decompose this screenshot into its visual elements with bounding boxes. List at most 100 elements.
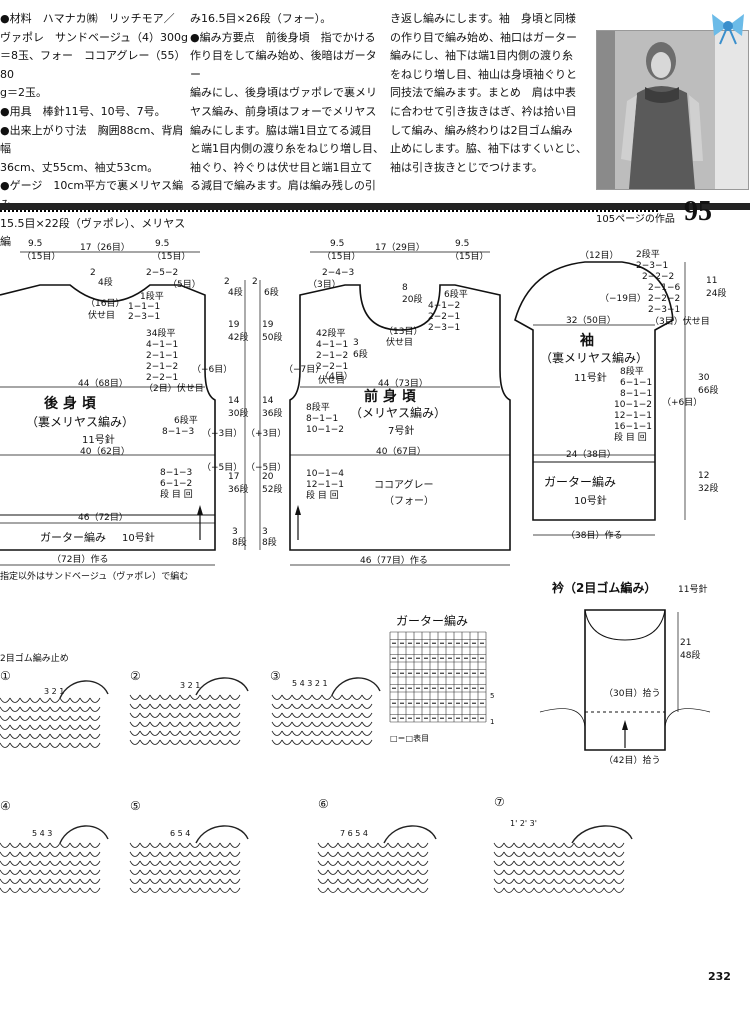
back-top-left: 9.5 [28,239,42,249]
back-garter-needle: 10号針 [122,531,155,544]
back-arm-minus: （−6目） [192,364,232,375]
knit-swatch [129,825,249,893]
back-top-right: 9.5 [155,239,169,249]
step-3: ③ [270,669,281,683]
sleeve-cap-5: 2−2−2 [648,294,680,304]
text-line: ●出来上がり寸法 胸囲88cm、背肩幅 [0,123,184,156]
collar-pick-2: （42目）拾う [604,754,660,766]
back-side-2: 8−1−3 [162,427,194,437]
sleeve-width-2: 24（38目） [566,449,616,460]
collar-h2: 48段 [680,649,700,661]
front-bottom: 46（77目）作る [360,554,428,566]
back-dim-3b: 30段 [228,407,248,419]
back-width-2: 40（62目） [80,446,130,457]
step-5: ⑤ [130,799,141,813]
front-arm-minus: （−7目） [284,364,324,375]
back-dim-1: 2 [224,277,230,287]
text-line: g＝2玉。 [0,86,47,100]
back-width-1: 44（68目） [78,378,128,389]
text-line: 編みにします。脇は端1目立てる減目 [190,123,372,137]
sleeve-inc-6: 16−1−1 [614,422,652,432]
sleeve-title: 袖 [580,332,594,349]
front-top-right: 9.5 [455,239,469,249]
sleeve-inc-1: 8段平 [620,365,644,377]
back-arm-2: 1−1−1 [128,302,160,312]
front-arm-rows2: 6段 [353,348,368,360]
step-7: ⑦ [494,795,505,809]
back-neck-dec2: （5目） [168,279,201,290]
front-width-1: 44（73目） [378,378,428,389]
mid-dim-b: 19 [262,320,274,330]
sleeve-inc-7: 段 目 回 [614,431,647,443]
page-footer-number: 232 [708,970,731,983]
back-neck-bind: （16目） [86,298,124,309]
text-line: して編み、編み終わりは2目ゴム編み [390,123,573,137]
sleeve-inc-2: 6−1−1 [620,378,652,388]
mid-dim-d: 20 [262,472,274,482]
sleeve-len: 30 [698,373,710,383]
text-line: 36cm、丈55cm、袖丈53cm。 [0,160,159,174]
back-arm-7: 2−1−2 [146,362,178,372]
bow-icon [712,14,744,45]
garter-chart: ガーター編み 5 1 □＝□表目 [389,613,494,743]
front-width-2: 40（67目） [376,446,426,457]
front-neck-bind: （13目） [384,326,422,337]
step-4: ④ [0,799,11,813]
knit-swatch [493,825,633,893]
step-1: ① [0,669,11,683]
knit-swatch [317,825,437,893]
step-3-label: 5 4 3 2 1 [292,679,328,688]
back-arm-3: 2−3−1 [128,312,160,322]
front-top-mid: 17（29目） [375,242,425,253]
front-side-2: 8−1−1 [306,414,338,424]
garter-chart-title: ガーター編み [396,613,468,628]
garter-chart-row-5: 5 [490,692,494,700]
back-body-outline [0,284,216,551]
mid-dim-a: 2 [252,277,258,287]
sleeve-len2: 66段 [698,384,718,396]
sleeve-plus: （+6目） [662,397,702,408]
back-arm-5: 4−1−1 [146,340,178,350]
text-line: 作り目をして編み始め、後暗はガーター [190,49,377,81]
front-title: 前 身 頃 [364,388,417,405]
front-neck-b3: 2−2−1 [428,312,460,322]
back-garter: ガーター編み [40,530,106,544]
text-line: 同技法で編みます。まとめ 肩は中表 [390,86,576,100]
back-top-right-st: （15目） [152,251,190,262]
step-6-label: 7 6 5 4 [340,829,368,838]
text-line: ●材料 ハマナカ㈱ リッチモア／ [0,12,175,25]
back-top-left-st: （15目） [22,251,60,262]
text-line: 編みにし、後身頃はヴァポレで裏メリ [190,86,377,100]
front-side-1: 8段平 [306,401,330,413]
back-dim-5b: 8段 [232,536,247,548]
sleeve-cap-6: 2−3−1 [648,305,680,315]
back-neck-rows2: 4段 [98,276,113,288]
text-line: み16.5目×26段（フォー）。 [190,12,332,25]
knit-swatch [129,677,249,745]
front-arm-3: 2−1−2 [316,351,348,361]
sleeve-cap-bind: （3目）伏せ目 [650,315,710,327]
collar-title: 衿（2目ゴム編み） [552,580,656,595]
front-side-5: 10−1−4 [306,469,344,479]
mid-dim-bb: 50段 [262,331,282,343]
text-column-3: き返し編みにします。袖 身頃と同様 の作り目で編み始め、袖口はガーター 編みにし… [390,10,590,177]
sleeve-cap-h: 11 [706,276,717,286]
step-4-label: 5 4 3 [32,829,52,838]
technique-title: 2目ゴム編み止め [0,652,69,664]
back-dim-4: 17 [228,472,239,482]
back-neck-dec: 2−5−2 [146,268,178,278]
front-side-7: 段 目 回 [306,489,339,501]
text-column-1: ●材料 ハマナカ㈱ リッチモア／ ヴァポレ サンドベージュ（4）300g ＝8玉… [0,10,190,252]
sleeve-cap-4: 2−1−6 [648,283,681,293]
text-line: の作り目で編み始め、袖口はガーター [390,30,577,44]
back-neck-bind2: 伏せ目 [88,309,115,321]
step-7-label: 1' 2' 3' [510,819,537,828]
back-dim-4b: 36段 [228,483,248,495]
model-photo-drawing [597,31,748,189]
technique-illustrations [0,677,633,893]
back-dim-2: 19 [228,320,240,330]
knit-swatch [0,825,109,893]
sleeve-needle: 11号針 [574,371,607,384]
text-line: 15.5目×22段（ヴァポレ）、メリヤス編 [0,216,186,249]
